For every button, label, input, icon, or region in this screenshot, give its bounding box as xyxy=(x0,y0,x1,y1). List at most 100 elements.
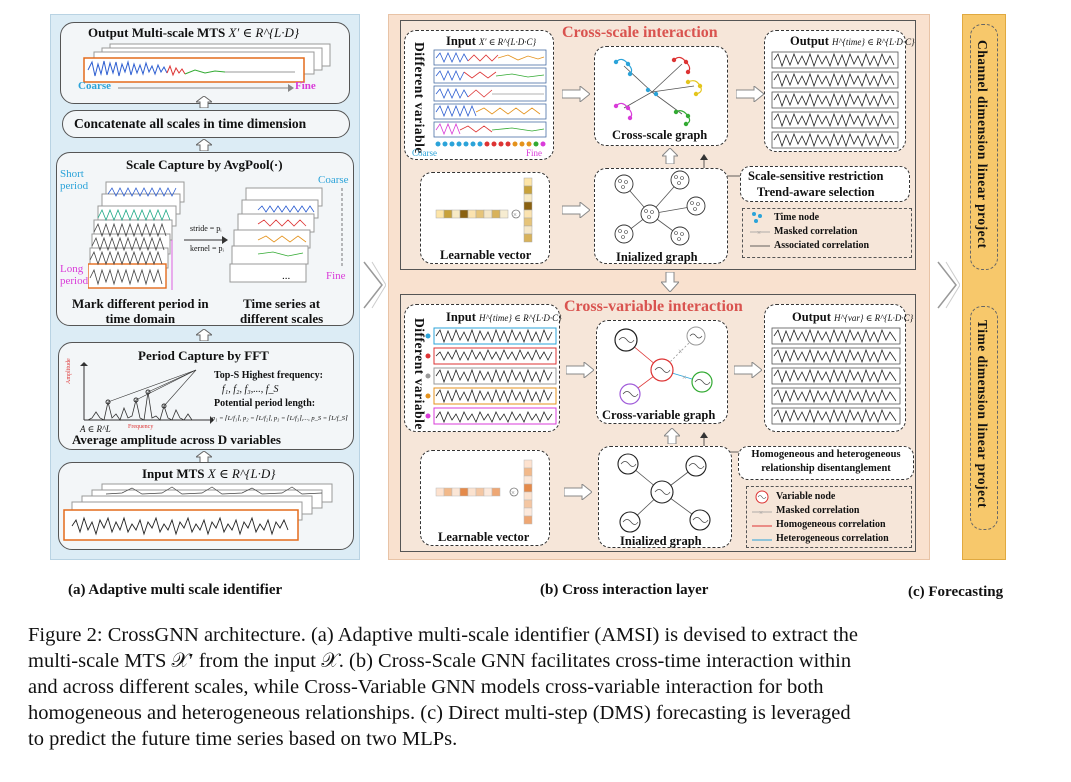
caption-line: and across different scales, while Cross… xyxy=(28,676,824,698)
scale-capture-title: Scale Capture by AvgPool(·) xyxy=(126,157,283,172)
output-multiscale-stack xyxy=(83,43,331,83)
periods-formula: p₁ = ⌈L/f₁⌉, p₂ = ⌈L/f₂⌉, p₃ = ⌈L/f₃⌉,..… xyxy=(212,415,348,422)
up-arrow-icon xyxy=(196,451,212,463)
homo-hetero-box xyxy=(738,446,914,480)
variable-node-label: Variable node xyxy=(776,491,836,502)
cross-scale-graph xyxy=(613,56,703,127)
output-hvar-title: Output H^{var} ∈ R^{L·D·C} xyxy=(792,310,914,324)
right-arrow-icon xyxy=(566,362,594,378)
subcaption-c: (c) Forecasting xyxy=(908,584,1004,600)
kernel-label: kernel = pᵢ xyxy=(190,244,224,253)
output-htime-signals xyxy=(771,51,899,149)
concat-box xyxy=(62,110,350,138)
right-arrow-icon xyxy=(562,202,590,218)
time-project-label: Time dimension linear project xyxy=(975,320,990,509)
caption-line: to predict the future time series based … xyxy=(28,728,458,750)
different-variable-label-bottom: Different variable xyxy=(412,318,427,430)
up-arrow-icon xyxy=(196,139,212,151)
time-node-label: Time node xyxy=(774,212,820,223)
masked-correlation2-label: Masked correlation xyxy=(776,505,860,516)
homogeneous-icon xyxy=(752,525,772,527)
svg-text:×: × xyxy=(682,373,687,382)
masked-correlation-icon: × xyxy=(752,509,772,516)
masked-correlation-label: Masked correlation xyxy=(774,226,858,237)
svg-text:×: × xyxy=(757,229,761,236)
learnable-vector-icon: × xyxy=(435,177,533,243)
fine-label-output: Fine xyxy=(295,80,316,92)
time-node-icon xyxy=(752,212,762,223)
fft-amplitude-plot xyxy=(80,362,214,424)
heterogeneous-icon xyxy=(752,539,772,541)
coarse-label-output: Coarse xyxy=(78,80,111,92)
figure-caption: Figure 2: CrossGNN architecture. (a) Ada… xyxy=(28,622,1058,752)
stride-label: stride = pᵢ xyxy=(190,224,222,233)
coarse-label-b: Coarse xyxy=(412,148,437,158)
caption-line: multi-scale MTS 𝒳′ from the input 𝒳. (b)… xyxy=(28,650,852,672)
initialized-graph2-icon xyxy=(617,453,711,533)
heterogeneous-label: Heterogeneous correlation xyxy=(776,533,889,544)
up-arrow-icon xyxy=(662,148,678,164)
avg-amplitude-label: Average amplitude across D variables xyxy=(72,432,281,447)
learnable-vector2-icon: × xyxy=(435,459,533,525)
subcaption-b: (b) Cross interaction layer xyxy=(540,582,709,598)
input-h-title: Input H^{time} ∈ R^{L·D·C} xyxy=(446,310,562,324)
svg-text:×: × xyxy=(511,489,515,497)
up-arrow-icon xyxy=(196,96,212,108)
amplitude-axis-label: Amplitude xyxy=(66,358,72,384)
time-legend-box xyxy=(742,208,912,258)
down-arrow-icon xyxy=(661,272,679,292)
cross-scale-title: Cross-scale interaction xyxy=(562,24,718,41)
fine-label-b: Fine xyxy=(526,148,543,158)
scale-sensitive-box xyxy=(740,166,910,202)
frequencies-label: f₁, f₂, f₃,..., f_S xyxy=(222,384,279,395)
associated-correlation-label: Associated correlation xyxy=(774,240,870,251)
caption-line: Figure 2: CrossGNN architecture. (a) Ada… xyxy=(28,624,859,646)
multi-scale-stack xyxy=(229,187,323,283)
variable-node-icon xyxy=(755,490,769,504)
learnable-vector2-label: Learnable vector xyxy=(438,530,530,544)
svg-text:×: × xyxy=(759,509,763,516)
output-htime-title: Output H^{time} ∈ R^{L·D·C} xyxy=(790,34,915,48)
frequency-axis-label: Frequency xyxy=(128,424,154,430)
input-x-title: Input X′ ∈ R^{L·D·C} xyxy=(446,34,537,48)
coarse-label-scale: Coarse xyxy=(318,174,349,186)
coarse-fine-arrow xyxy=(118,84,294,92)
homogeneous-label: Homogeneous correlation xyxy=(776,519,886,530)
concat-label: Concatenate all scales in time dimension xyxy=(74,116,307,131)
period-capture-box xyxy=(58,342,354,450)
different-variable-label-top: Different variable xyxy=(412,42,427,154)
topS-label: Top-S Highest frequency: xyxy=(214,370,323,381)
output-hvar-signals xyxy=(771,327,901,425)
output-multiscale-title: Output Multi-scale MTS X′ ∈ R^{L·D} xyxy=(88,25,300,40)
associated-correlation-icon xyxy=(750,245,770,247)
svg-text:×: × xyxy=(513,211,517,219)
dots-label: ... xyxy=(282,270,291,282)
subcaption-a: (a) Adaptive multi scale identifier xyxy=(68,582,283,598)
initialized-graph2-label: Inialized graph xyxy=(620,534,702,548)
input-mts-stack xyxy=(63,483,333,541)
up-arrow-icon xyxy=(664,428,680,444)
input-mts-title: Input MTS X ∈ R^{L·D} xyxy=(142,466,276,481)
panel-c-background xyxy=(962,14,1006,560)
channel-project-box xyxy=(970,24,998,270)
chevron-right-icon xyxy=(937,261,960,309)
scale-dashed-line xyxy=(341,188,343,268)
cross-scale-graph-label: Cross-scale graph xyxy=(612,128,708,142)
masked-correlation-icon: × xyxy=(750,229,770,236)
caption-line: homogeneous and heterogeneous relationsh… xyxy=(28,702,851,724)
right-arrow-icon xyxy=(562,86,590,102)
input-h-signals xyxy=(425,327,557,425)
cross-variable-graph-label: Cross-variable graph xyxy=(602,408,716,422)
period-capture-title: Period Capture by FFT xyxy=(138,348,269,363)
channel-project-label: Channel dimension linear project xyxy=(975,40,990,249)
right-arrow-icon xyxy=(734,362,762,378)
input-x-signals xyxy=(433,49,547,147)
amplitude-symbol: A ∈ R^L xyxy=(80,424,111,434)
fine-label-scale: Fine xyxy=(326,270,346,282)
